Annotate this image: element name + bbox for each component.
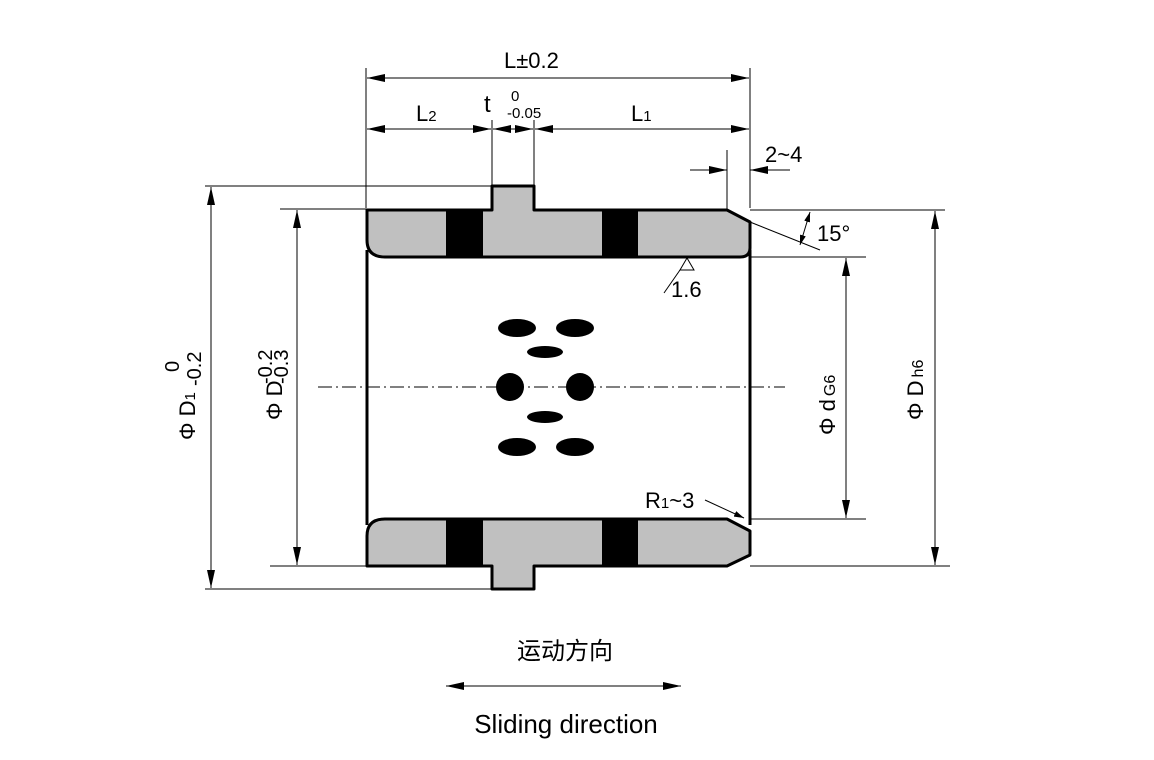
svg-text:Φ D1: Φ D1 — [175, 392, 200, 440]
flange-diameter-label: Φ D1 0 -0.2 — [162, 352, 206, 440]
outer-diameter-label: Φ Dh6 — [903, 360, 928, 420]
overall-length-label: L±0.2 — [504, 48, 559, 73]
svg-text:Φ dG6: Φ dG6 — [815, 375, 840, 435]
plug — [602, 211, 638, 256]
l2-label: L2 — [416, 101, 437, 126]
bushing-body — [318, 184, 785, 591]
lubricant-pattern — [496, 319, 594, 456]
svg-text:-0.2: -0.2 — [255, 350, 277, 384]
direction-label-en: Sliding direction — [474, 709, 658, 739]
chamfer-length-label: 2~4 — [765, 142, 802, 167]
svg-text:0: 0 — [162, 361, 184, 372]
radius-label: R1~3 — [645, 488, 694, 513]
plug — [602, 520, 638, 565]
t-label: t — [484, 91, 491, 118]
diameter-dimensions — [205, 185, 950, 590]
direction-label-cn: 运动方向 — [517, 638, 613, 665]
roughness-label: 1.6 — [671, 277, 702, 302]
roughness-symbol — [663, 257, 695, 294]
plug — [446, 211, 483, 256]
radius-leader — [704, 499, 745, 519]
body-diameter-label: Φ D -0.2 -0.3 — [255, 350, 293, 420]
top-sleeve — [365, 184, 752, 259]
plug — [446, 520, 483, 565]
l1-label: L1 — [631, 101, 652, 126]
svg-text:-0.3: -0.3 — [271, 350, 293, 384]
bottom-sleeve — [365, 517, 752, 591]
t-tol-lower: -0.05 — [507, 105, 541, 122]
svg-text:Φ Dh6: Φ Dh6 — [903, 360, 928, 420]
svg-text:-0.2: -0.2 — [184, 352, 206, 386]
inner-diameter-label: Φ dG6 — [815, 375, 840, 435]
length-dimensions — [365, 68, 945, 251]
chamfer-angle-label: 15° — [817, 221, 850, 246]
t-tol-upper: 0 — [511, 88, 519, 105]
svg-text:Φ D: Φ D — [262, 380, 287, 420]
